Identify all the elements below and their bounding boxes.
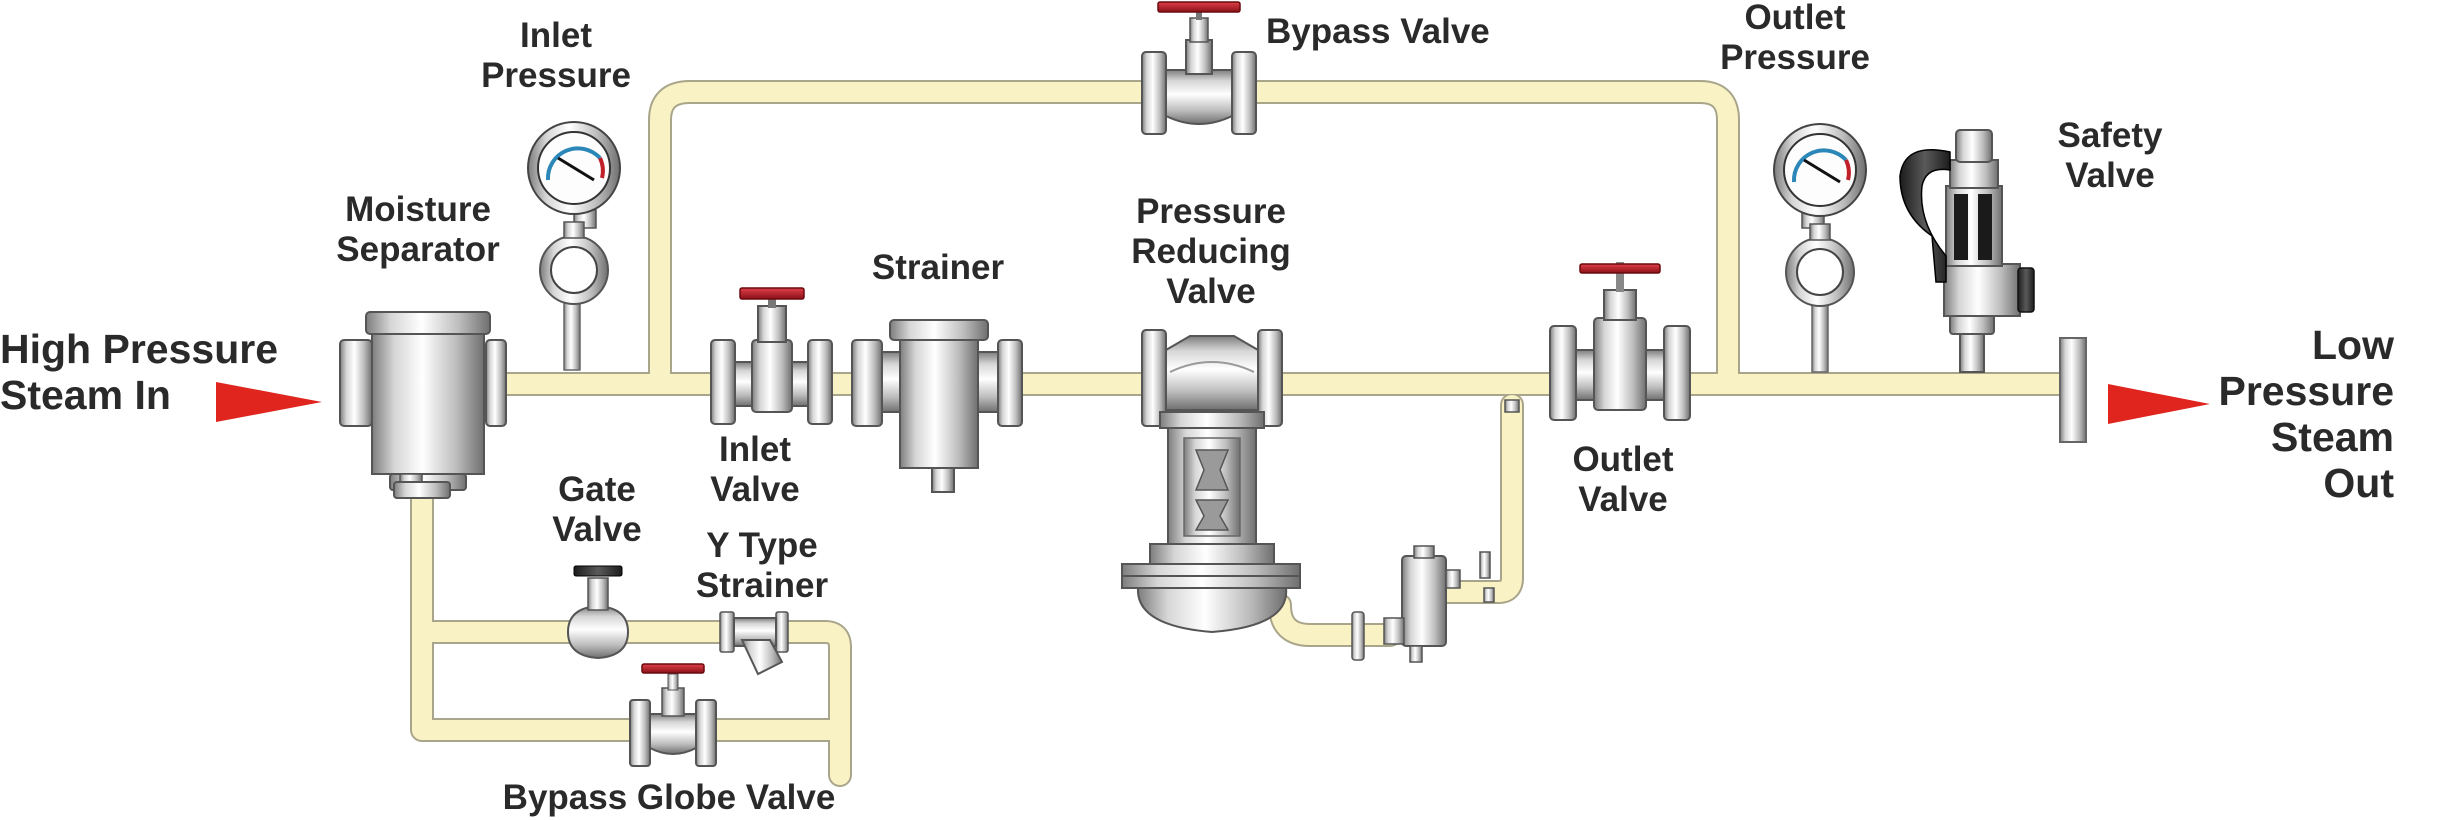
strainer <box>851 319 1023 493</box>
pressure-reducing-valve-label: Pressure Reducing Valve <box>1131 192 1291 311</box>
bypass-globe-valve <box>629 663 717 767</box>
inlet-valve-label: Inlet Valve <box>710 430 800 509</box>
outlet-valve-label: Outlet Valve <box>1572 440 1674 519</box>
inlet-pressure-gauge <box>527 121 621 305</box>
low-pressure-steam-out-label: Low Pressure Steam Out <box>2218 322 2394 506</box>
safety-valve <box>1899 129 2035 373</box>
inlet-pressure-label: Inlet Pressure <box>481 16 631 95</box>
strainer-label: Strainer <box>871 248 1005 287</box>
high-pressure-steam-in-label: High Pressure Steam In <box>0 326 278 418</box>
y-type-strainer <box>719 611 789 676</box>
moisture-separator-label: Moisture Separator <box>336 190 500 269</box>
gate-valve <box>566 565 630 660</box>
bypass-valve-label: Bypass Valve <box>1266 12 1490 51</box>
pressure-reducing-valve <box>1121 329 1301 634</box>
bypass-valve <box>1141 1 1257 135</box>
bypass-globe-valve-label: Bypass Globe Valve <box>502 778 836 817</box>
pilot-regulator <box>1351 399 1520 663</box>
outlet-pressure-label: Outlet Pressure <box>1720 0 1870 77</box>
inlet-flow-arrow <box>216 382 322 422</box>
outlet-pressure-gauge <box>1773 123 1867 307</box>
pipe-end-flange <box>2059 337 2087 443</box>
outlet-flow-arrow <box>2108 384 2210 424</box>
gate-valve-label: Gate Valve <box>552 470 642 549</box>
moisture-separator <box>339 311 507 499</box>
outlet-valve <box>1549 262 1691 421</box>
inlet-valve <box>710 287 833 425</box>
pilot-sense-line-pipe <box>1428 393 1524 604</box>
safety-valve-label: Safety Valve <box>2057 116 2163 195</box>
y-type-strainer-label: Y Type Strainer <box>695 526 829 605</box>
